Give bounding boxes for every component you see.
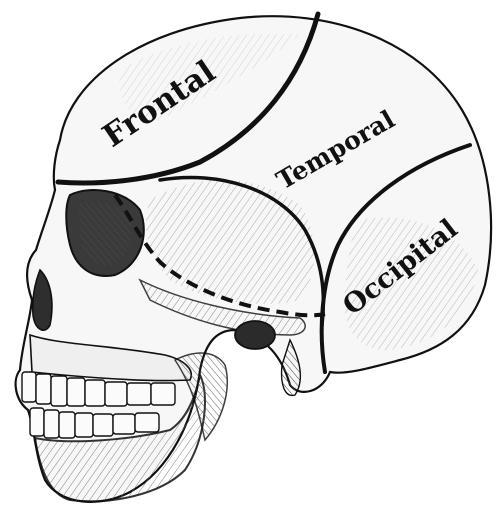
ear-canal — [235, 321, 275, 349]
